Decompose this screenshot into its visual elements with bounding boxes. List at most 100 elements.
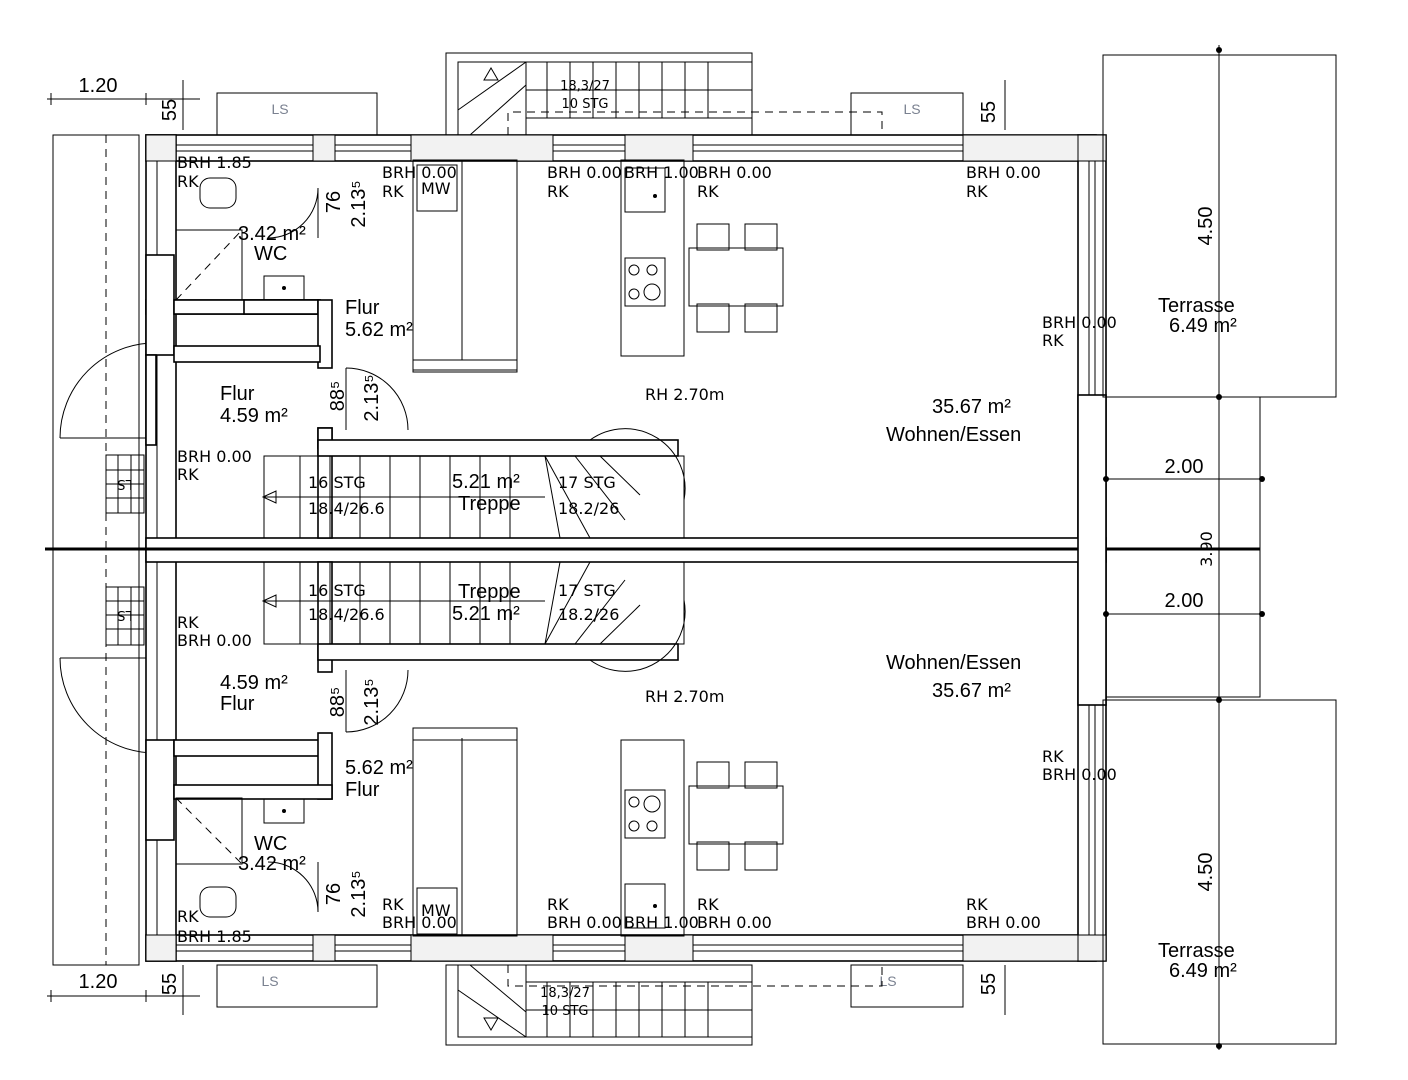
stair-left-stg-top: 16 STG [308,473,366,492]
win3-brh-top: BRH 1.00 [624,163,699,182]
dim-55-right-group: 55 55 [978,80,1006,1015]
dim-3-90: 3.90 [1197,531,1216,567]
wohnen-area-bottom: 35.67 m² [932,680,1011,702]
dim-2-00-lower: 2.00 [1165,590,1204,612]
dim-55-top-right: 55 [978,101,1000,123]
win3-brh-bottom: BRH 1.00 [624,913,699,932]
win4-rk-top: RK [697,182,719,201]
win5-rk-top: RK [966,182,988,201]
win2-rk-bottom: RK [547,895,569,914]
flur-small-name-top: Flur [345,297,380,319]
wc-rk-top: RK [177,172,199,191]
rh-bottom: RH 2.70m [645,687,724,706]
win1-rk-top: RK [382,182,404,201]
outer-stair-top: 18,3/27 10 STG [445,52,883,136]
stair-left-dim-bottom: 18.4/26.6 [308,605,385,624]
dim-55-top-left: 55 [159,99,181,121]
flur-door-bottom [345,669,409,733]
ls-boxes: LS LS LS LS [216,92,964,1008]
dim-55-bottom-right: 55 [978,973,1000,995]
wc-rk-bottom: RK [177,907,199,926]
wc-fixtures-top [175,177,319,301]
right-win-brh-top: BRH 0.00 [1042,313,1117,332]
ls-bottom-right: LS [879,973,896,989]
win5-brh-bottom: BRH 0.00 [966,913,1041,932]
ls-top-right: LS [903,101,920,117]
labels-top: BRH 1.85 RK 3.42 m² WC 76 2.13⁵ Flur 5.6… [177,153,1237,518]
flur-small-area-bottom: 5.62 m² [345,757,413,779]
flur-door-h-bottom: 2.13⁵ [361,678,383,725]
ls-small-bottom: LS [117,607,133,622]
right-win-rk-top: RK [1042,331,1064,350]
win5-brh-top: BRH 0.00 [966,163,1041,182]
flur-entry-brh-bottom: BRH 0.00 [177,631,252,650]
rh-top: RH 2.70m [645,385,724,404]
ls-box-bottom [105,586,145,646]
flur-entry-name-bottom: Flur [220,693,255,715]
treppe-name-top: Treppe [458,493,521,515]
flur-entry-area-top: 4.59 m² [220,405,288,427]
flur-entry-brh-top: BRH 0.00 [177,447,252,466]
terrace-bottom: 4.50 [1102,697,1337,1050]
win4-brh-top: BRH 0.00 [697,163,772,182]
win5-rk-bottom: RK [966,895,988,914]
right-win-brh-bottom: BRH 0.00 [1042,765,1117,784]
stair-left-dim-top: 18.4/26.6 [308,499,385,518]
wc-brh-top: BRH 1.85 [177,153,252,172]
mw-top: MW [421,179,451,198]
wc-name-bottom: WC [254,833,287,855]
treppe-area-bottom: 5.21 m² [452,603,520,625]
stair-right-dim-bottom: 18.2/26 [558,605,619,624]
outer-stair-bottom-stg: 10 STG [542,1004,589,1019]
win2-brh-top: BRH 0.00 [547,163,622,182]
flur-entry-rk-top: RK [177,465,199,484]
wohnen-area-top: 35.67 m² [932,396,1011,418]
outer-stair-bottom-dim: 18,3/27 [540,986,590,1001]
ls-small-top: LS [117,476,133,491]
flur-small-name-bottom: Flur [345,779,380,801]
flur-entry-name-top: Flur [220,383,255,405]
wc-brh-bottom: BRH 1.85 [177,927,252,946]
flur-small-area-top: 5.62 m² [345,319,413,341]
middle-dims: 2.00 2.00 3.90 [1103,396,1265,700]
flur-entry-area-bottom: 4.59 m² [220,672,288,694]
dim-55-bottom-left: 55 [159,973,181,995]
outer-stair-top-stg: 10 STG [562,97,609,112]
dim-2-00-upper: 2.00 [1165,456,1204,478]
wc-door-w-bottom: 76 [323,883,345,905]
wc-door-h-bottom: 2.13⁵ [348,870,370,917]
flur-door-h-top: 2.13⁵ [361,374,383,421]
terrasse-name-top: Terrasse [1158,295,1235,317]
win4-rk-bottom: RK [697,895,719,914]
flur-door-w-bottom: 88⁵ [327,687,349,718]
kitchen-top [412,159,784,373]
dim-top-left: 1.20 55 [47,75,200,130]
kitchen-bottom [412,727,784,937]
win2-rk-top: RK [547,182,569,201]
stair-right-stg-top: 17 STG [558,473,616,492]
wc-area-top: 3.42 m² [238,223,306,245]
win1-brh-top: BRH 0.00 [382,163,457,182]
labels-bottom: RK BRH 1.85 WC 3.42 m² 76 2.13⁵ 5.62 m² … [177,581,1237,982]
outer-stair-top-dim: 18,3/27 [560,79,610,94]
ls-top-left: LS [271,101,288,117]
dim-1-20-top: 1.20 [79,75,118,97]
interior-walls-top [145,254,679,539]
terrasse-area-top: 6.49 m² [1169,315,1237,337]
stair-right-dim-top: 18.2/26 [558,499,619,518]
party-wall [45,394,1260,706]
mw-bottom: MW [421,901,451,920]
wohnen-name-bottom: Wohnen/Essen [886,652,1021,674]
inner-stairs-bottom [261,561,686,672]
left-entry-strip: LS LS [52,134,156,966]
stair-left-stg-bottom: 16 STG [308,581,366,600]
inner-stairs-top [261,428,686,539]
terrace-top: 4.50 [1102,45,1337,400]
win2-brh-bottom: BRH 0.00 [547,913,622,932]
right-win-rk-bottom: RK [1042,747,1064,766]
wc-name-top: WC [254,243,287,265]
win4-brh-bottom: BRH 0.00 [697,913,772,932]
treppe-name-bottom: Treppe [458,581,521,603]
dim-bottom-left: 1.20 55 [47,965,200,1015]
